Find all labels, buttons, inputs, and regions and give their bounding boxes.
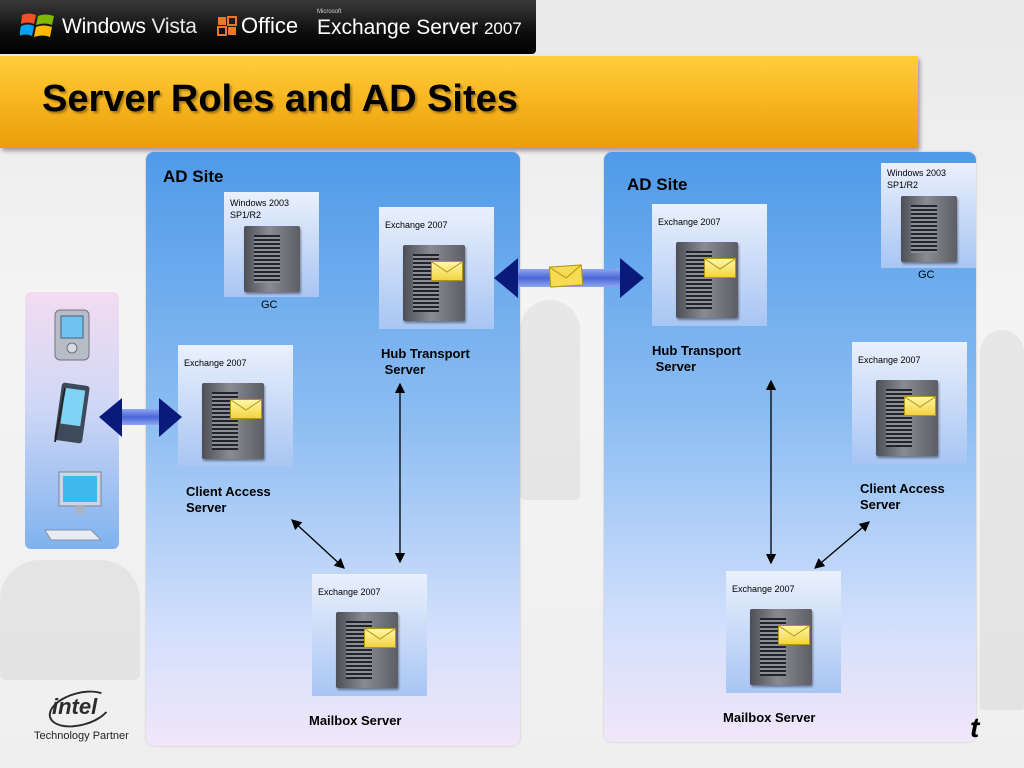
pda-icon [54, 309, 90, 361]
intel-logo: intel Technology Partner [30, 684, 130, 750]
office-logo: Office [241, 13, 299, 38]
mail-envelope-icon [704, 258, 736, 278]
intel-wordmark: intel [52, 694, 98, 719]
mail-envelope-icon [431, 261, 463, 281]
envelope-icon [548, 264, 584, 288]
os-label: Windows 2003 SP1/R2 [887, 168, 947, 190]
windows-vista-logo: Windows Vista [62, 15, 197, 38]
client-access-arrow [99, 398, 182, 437]
title-banner: Server Roles and AD Sites [0, 56, 918, 148]
cas-mailbox-connector [814, 521, 870, 569]
cas-mailbox-connector [291, 519, 345, 569]
site-label: AD Site [627, 175, 688, 194]
server-icon [403, 245, 465, 321]
server-icon [676, 242, 738, 318]
gc-server-tile[interactable]: Windows 2003 SP1/R2 [881, 163, 976, 268]
gc-label: GC [261, 299, 278, 311]
partial-logo: t [970, 712, 980, 743]
client-access-server-tile[interactable]: Exchange 2007 [178, 345, 293, 467]
product-label: Exchange 2007 [318, 587, 381, 597]
microsoft-small-label: Microsoft [317, 9, 342, 15]
server-icon [336, 612, 398, 688]
hub-transport-caption: Hub Transport Server [381, 346, 470, 377]
product-label: Exchange 2007 [732, 584, 795, 594]
mailbox-caption: Mailbox Server [723, 710, 816, 725]
hub-transport-server-tile[interactable]: Exchange 2007 [379, 207, 494, 329]
windows-flag-icon [20, 13, 54, 37]
exchange-server-logo: Exchange Server 2007 [317, 16, 522, 39]
gc-label: GC [918, 269, 935, 281]
logo-bar: Windows Vista Office Microsoft Exchange … [0, 0, 536, 54]
mail-envelope-icon [778, 625, 810, 645]
client-access-server-tile[interactable]: Exchange 2007 [852, 342, 967, 464]
server-icon [244, 226, 300, 292]
site-label: AD Site [163, 167, 224, 186]
hub-transport-caption: Hub Transport Server [652, 343, 741, 374]
client-access-caption: Client Access Server [186, 484, 271, 515]
office-icon [217, 16, 237, 36]
product-label: Exchange 2007 [385, 220, 448, 230]
product-label: Exchange 2007 [658, 217, 721, 227]
client-devices-panel [25, 292, 119, 549]
client-access-caption: Client Access Server [860, 481, 945, 512]
pocket-pc-icon [54, 382, 90, 444]
mail-envelope-icon [364, 628, 396, 648]
background-figure [520, 300, 580, 500]
server-icon [901, 196, 957, 262]
product-label: Exchange 2007 [858, 355, 921, 365]
mail-envelope-icon [904, 396, 936, 416]
slide-title: Server Roles and AD Sites [42, 78, 518, 120]
client-devices-graphic [44, 309, 103, 541]
desktop-computer-icon [44, 471, 103, 541]
mail-envelope-icon [230, 399, 262, 419]
mailbox-server-tile[interactable]: Exchange 2007 [726, 571, 841, 693]
mailbox-caption: Mailbox Server [309, 713, 402, 728]
os-label: Windows 2003 SP1/R2 [230, 198, 290, 220]
background-figure [980, 330, 1024, 710]
intel-tagline: Technology Partner [34, 730, 129, 742]
mailbox-server-tile[interactable]: Exchange 2007 [312, 574, 427, 696]
hub-transport-server-tile[interactable]: Exchange 2007 [652, 204, 767, 326]
background-figure [0, 560, 140, 680]
product-label: Exchange 2007 [184, 358, 247, 368]
gc-server-tile[interactable]: Windows 2003 SP1/R2 [224, 192, 319, 297]
